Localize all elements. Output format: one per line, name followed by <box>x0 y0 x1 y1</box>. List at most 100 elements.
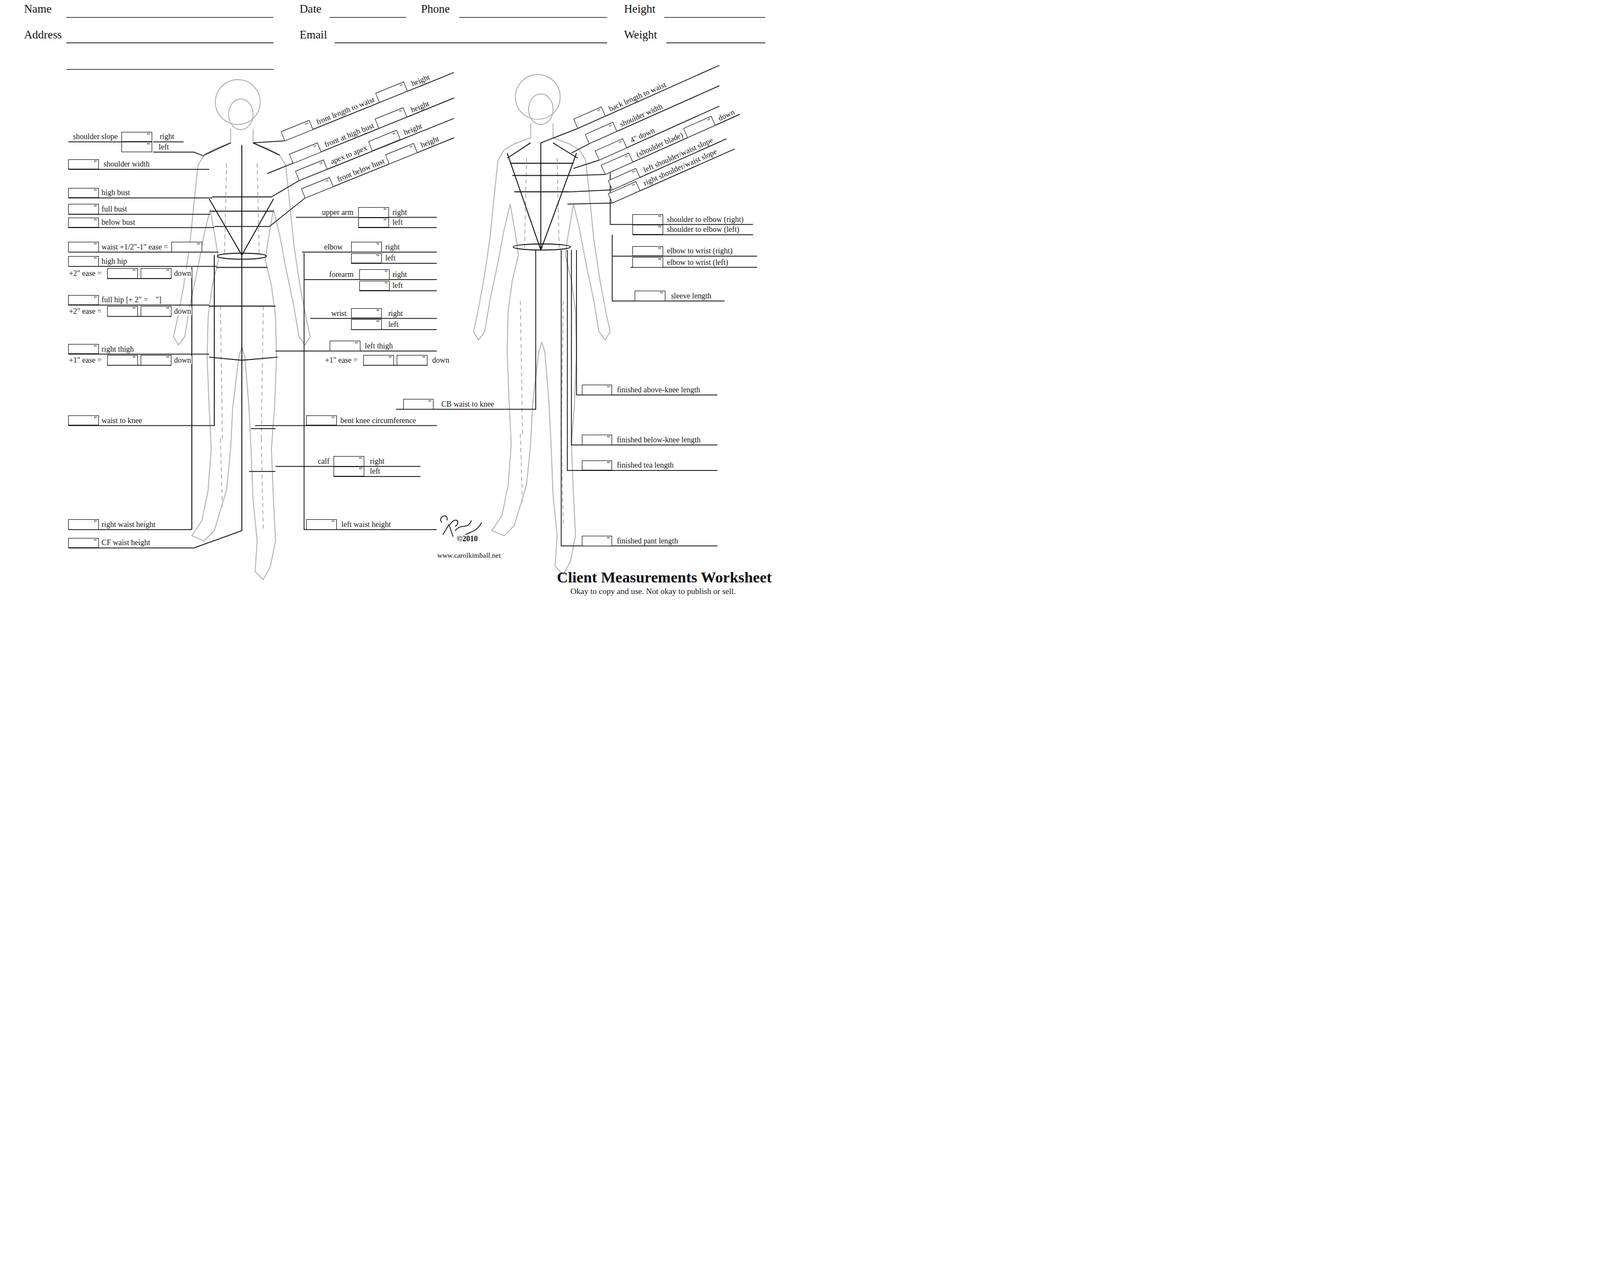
form-underlines <box>66 17 766 70</box>
measurement-label: +2" ease = <box>68 307 103 316</box>
measurement-entry-box: " <box>634 290 666 302</box>
inch-mark: " <box>107 268 138 277</box>
measurement-label: +1" ease = <box>68 356 103 365</box>
measurement-entry-box: " <box>68 537 99 549</box>
inch-mark: " <box>632 214 663 223</box>
measurement-entry-box: " <box>359 280 391 292</box>
back-figure-outline <box>473 74 611 575</box>
inch-mark: " <box>68 295 99 304</box>
inch-mark: " <box>351 308 382 317</box>
measurement-entry-box: " <box>107 306 138 317</box>
form-field-label: Email <box>298 28 328 42</box>
inch-mark: " <box>68 344 99 353</box>
measurement-entry-box: " <box>301 176 334 198</box>
measurement-label: bent knee circumference <box>339 416 417 425</box>
inch-mark: " <box>68 242 99 250</box>
measurement-label: right <box>159 132 175 141</box>
measurement-entry-box: " <box>68 159 99 170</box>
inch-mark: " <box>68 188 99 197</box>
measurement-label: calf <box>317 457 331 466</box>
measurement-entry-box: " <box>289 142 322 164</box>
measurement-label: shoulder to elbow (right) <box>666 215 745 224</box>
measurement-label: right waist height <box>101 520 157 529</box>
measurement-entry-box: " <box>374 107 408 129</box>
inch-mark: " <box>351 242 382 250</box>
inch-mark: " <box>68 415 99 424</box>
website-url: www.carolkimball.net <box>436 551 502 560</box>
measurement-label: left <box>391 218 404 227</box>
form-field-label: Phone <box>420 2 451 16</box>
measurement-entry-box: " <box>171 241 203 253</box>
measurement-entry-box: " <box>581 460 613 471</box>
measurement-label: CB waist to knee <box>440 400 495 409</box>
measurement-label: upper arm <box>321 208 354 217</box>
measurement-label: waist +1/2"-1" ease = <box>101 242 169 252</box>
measurement-label: down <box>173 356 192 365</box>
inch-mark: " <box>306 415 337 424</box>
copyright-note: ©2010 <box>456 534 479 543</box>
measurement-entry-box: " <box>140 268 172 279</box>
form-field-label: Address <box>23 28 63 42</box>
measurement-entry-box: " <box>140 354 172 366</box>
inch-mark: " <box>635 291 665 299</box>
measurement-entry-box: " <box>584 121 617 144</box>
measurement-entry-box: " <box>295 159 328 181</box>
measurement-label: down <box>431 356 450 365</box>
measurement-entry-box: " <box>333 466 365 477</box>
measurement-label: right <box>391 270 408 279</box>
inch-mark: " <box>289 142 320 161</box>
measurement-label: full hip [+ 2" = "] <box>101 295 163 304</box>
measurement-label: shoulder width <box>103 159 151 169</box>
measurement-label: +2" ease = <box>68 269 103 278</box>
measurement-entry-box: " <box>306 519 337 530</box>
inch-mark: " <box>351 253 382 262</box>
inch-mark: " <box>281 120 312 139</box>
measurement-entry-box: " <box>68 519 99 530</box>
inch-mark: " <box>632 225 663 233</box>
form-field-label: Height <box>623 2 657 16</box>
inch-mark: " <box>68 159 99 168</box>
inch-mark: " <box>363 355 394 364</box>
measurement-label: front length to waist <box>314 95 377 127</box>
inch-mark: " <box>359 269 390 278</box>
measurement-label: right <box>369 457 385 466</box>
measurement-label: right thigh <box>101 345 135 354</box>
measurement-entry-box: " <box>121 131 153 143</box>
inch-mark: " <box>351 319 382 328</box>
inch-mark: " <box>582 435 613 443</box>
form-field-label: Name <box>23 2 53 16</box>
measurement-entry-box: " <box>306 415 337 426</box>
inch-mark: " <box>403 399 434 408</box>
measurement-label: sleeve length <box>670 291 712 300</box>
measurement-entry-box: " <box>375 81 408 103</box>
measurement-label: left waist height <box>340 520 392 529</box>
measurement-label: front at high bust <box>323 120 377 149</box>
inch-mark: " <box>582 536 613 544</box>
measurement-entry-box: " <box>351 241 382 253</box>
inch-mark: " <box>68 538 99 547</box>
measurement-entry-box: " <box>396 354 428 366</box>
measurement-entry-box: " <box>140 306 172 317</box>
inch-mark: " <box>141 355 171 364</box>
measurement-entry-box: " <box>68 203 99 215</box>
usage-caption: Okay to copy and use. Not okay to publis… <box>570 586 736 597</box>
inch-mark: " <box>397 355 427 364</box>
inch-mark: " <box>334 467 364 475</box>
measurement-entry-box: " <box>351 253 382 264</box>
inch-mark: " <box>306 519 337 528</box>
inch-mark: " <box>334 456 364 465</box>
inch-mark: " <box>358 218 389 226</box>
inch-mark: " <box>582 460 613 469</box>
back-leader-lines <box>396 65 758 547</box>
measurement-entry-box: " <box>351 308 382 319</box>
measurement-entry-box: " <box>359 269 391 280</box>
measurement-entry-box: " <box>581 384 613 396</box>
measurement-label: full bust <box>101 204 128 214</box>
hair-outline <box>215 79 261 125</box>
measurement-entry-box: " <box>358 207 390 218</box>
measurement-entry-box: " <box>632 224 664 236</box>
measurement-entry-box: " <box>632 257 664 268</box>
measurement-entry-box: " <box>682 115 715 138</box>
measurement-entry-box: " <box>68 415 99 426</box>
